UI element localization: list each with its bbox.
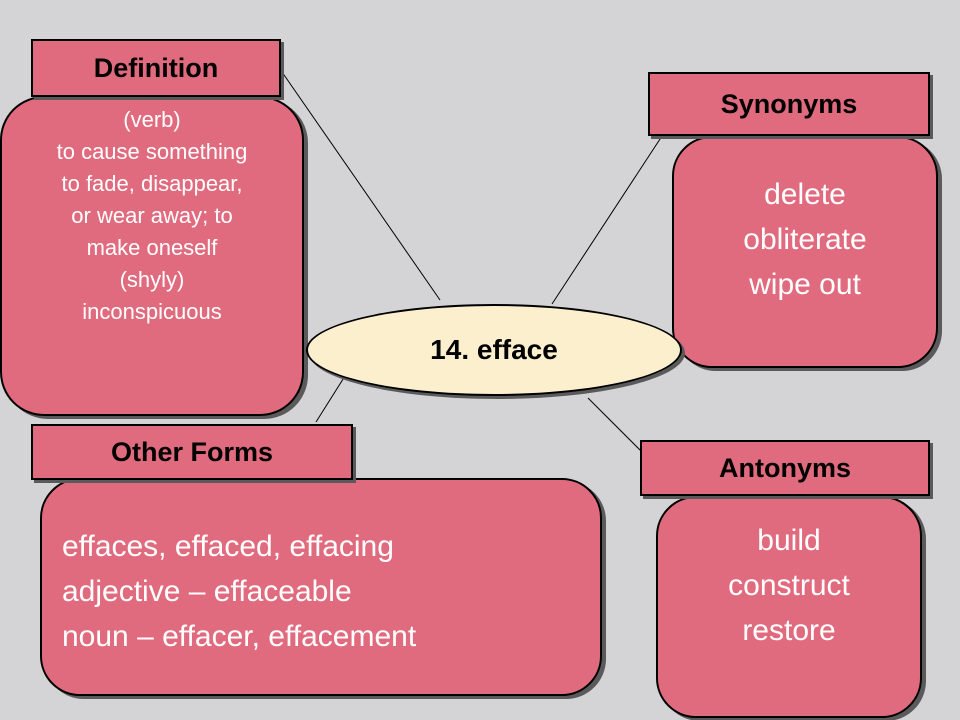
other-forms-label: Other Forms [31, 424, 353, 480]
synonym-item: wipe out [749, 268, 861, 301]
connector-synonyms [551, 135, 663, 305]
synonyms-label: Synonyms [648, 72, 930, 136]
antonym-item: restore [742, 614, 836, 647]
synonyms-box: delete obliterate wipe out [672, 136, 938, 368]
antonym-item: construct [728, 569, 850, 602]
definition-line: inconspicuous [82, 299, 222, 324]
definition-label: Definition [31, 39, 281, 97]
connector-definition [281, 71, 441, 301]
antonyms-box: build construct restore [656, 496, 922, 718]
antonym-item: build [757, 524, 821, 557]
definition-line: (shyly) [119, 267, 185, 292]
definition-line: to cause something [56, 139, 248, 164]
definition-line: (verb) [123, 107, 181, 132]
antonyms-label: Antonyms [640, 440, 930, 496]
other-form-item: noun – effacer, effacement [62, 620, 417, 653]
other-form-item: effaces, effaced, effacing [62, 530, 394, 563]
center-word-ellipse: 14. efface [306, 304, 682, 396]
other-form-item: adjective – effaceable [62, 575, 352, 608]
definition-line: make oneself [86, 235, 218, 260]
definition-line: to fade, disappear, [61, 171, 243, 196]
synonym-item: obliterate [743, 223, 867, 256]
synonym-item: delete [764, 178, 846, 211]
definition-line: or wear away; to [71, 203, 233, 228]
definition-box: (verb) to cause something to fade, disap… [0, 96, 304, 416]
other-forms-box: effaces, effaced, effacing adjective – e… [40, 478, 602, 696]
connector-antonyms [587, 397, 643, 453]
connector-other-forms [315, 375, 346, 423]
